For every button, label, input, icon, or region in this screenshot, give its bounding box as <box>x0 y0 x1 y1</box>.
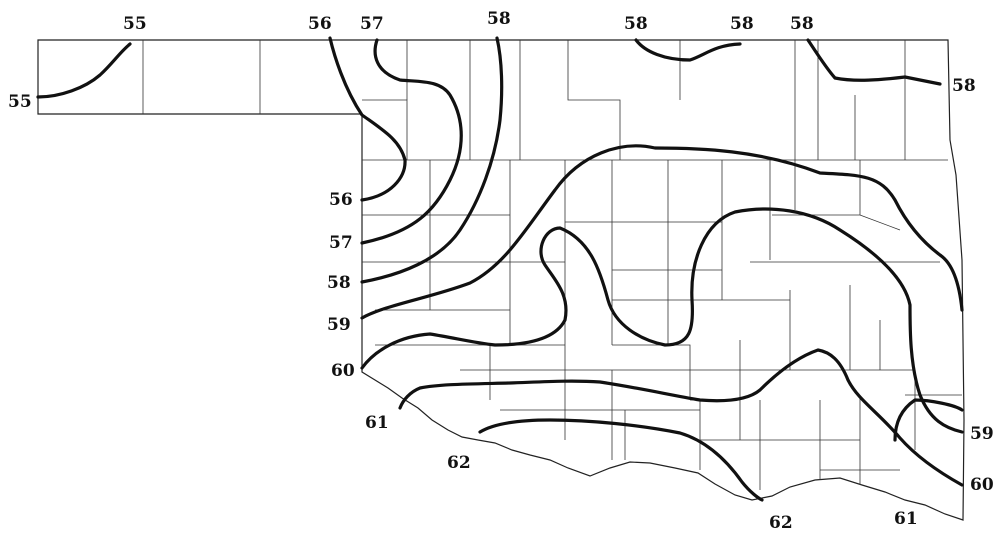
label-62-bottom-right: 62 <box>769 513 793 533</box>
isoline-59-west <box>360 144 964 320</box>
label-60-left: 60 <box>331 361 355 381</box>
county-boundaries <box>142 40 962 490</box>
label-57-left: 57 <box>329 233 353 253</box>
label-60-right: 60 <box>970 475 994 495</box>
label-61-bottom-left: 61 <box>365 413 389 433</box>
label-58-top-3: 58 <box>730 14 754 34</box>
state-outline <box>37 39 965 521</box>
isolines <box>36 36 964 502</box>
isoline-labels: 55 55 56 57 58 58 58 58 58 56 57 58 59 6… <box>8 9 994 533</box>
isoline-57 <box>360 38 463 245</box>
label-58-left: 58 <box>327 273 351 293</box>
label-61-bottom-right: 61 <box>894 509 918 529</box>
isoline-60 <box>398 348 964 487</box>
label-55-left: 55 <box>8 92 32 112</box>
label-56-left: 56 <box>329 190 353 210</box>
label-58-right: 58 <box>952 76 976 96</box>
isoline-58-north <box>634 38 742 62</box>
isoline-59-east <box>360 207 964 434</box>
label-58-top-2: 58 <box>624 14 648 34</box>
label-56-top: 56 <box>308 14 332 34</box>
isoline-58-west <box>360 36 504 284</box>
label-55-top: 55 <box>123 14 147 34</box>
label-58-top-1: 58 <box>487 9 511 29</box>
isoline-55 <box>36 42 132 99</box>
isoline-56 <box>328 36 407 202</box>
isoline-62 <box>893 398 964 442</box>
label-62-bottom-left: 62 <box>447 453 471 473</box>
label-59-left: 59 <box>327 315 351 335</box>
label-57-top: 57 <box>360 14 384 34</box>
label-58-top-4: 58 <box>790 14 814 34</box>
label-59-right: 59 <box>970 424 994 444</box>
isoline-61 <box>478 418 764 502</box>
isoline-58-northeast <box>806 38 942 86</box>
